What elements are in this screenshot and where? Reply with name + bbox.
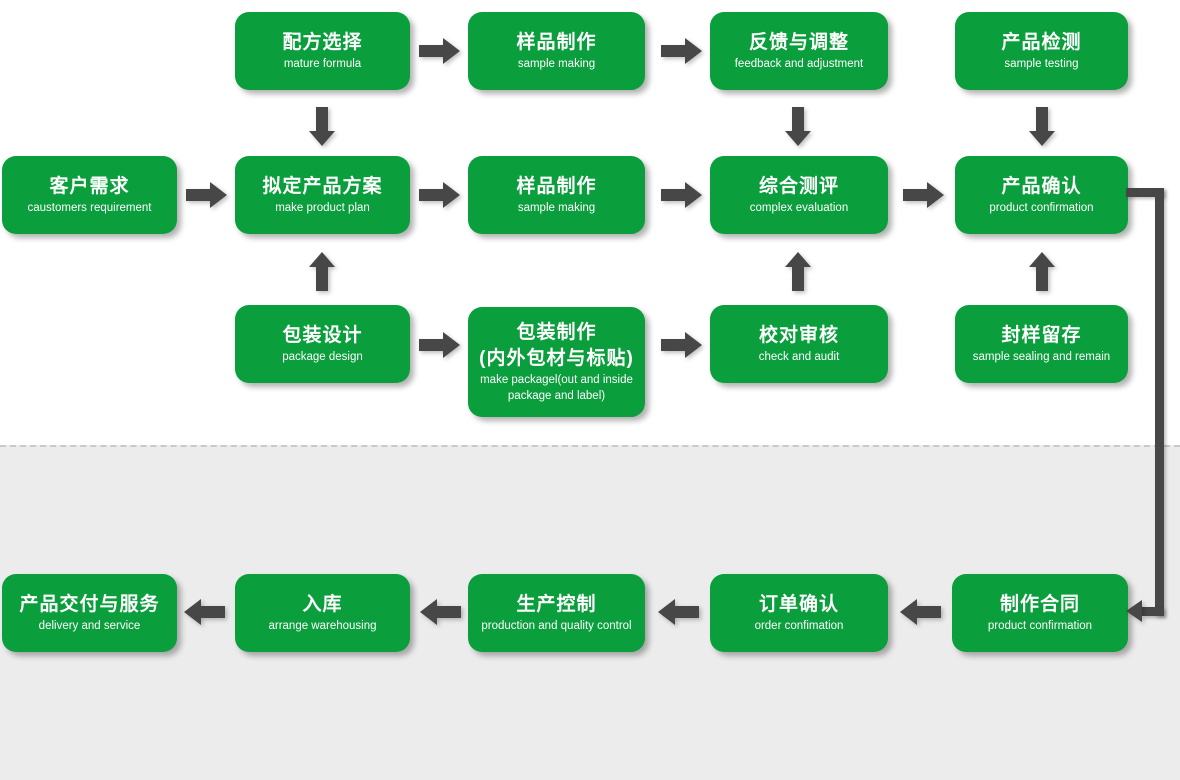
arrow-right-icon <box>903 182 944 208</box>
node-title-cn-line2: (内外包材与标贴) <box>479 348 634 369</box>
node-customer-requirement: 客户需求 caustomers requirement <box>2 156 177 234</box>
node-order-confirmation: 订单确认 order confimation <box>710 574 888 652</box>
node-product-testing: 产品检测 sample testing <box>955 12 1128 90</box>
arrow-left-icon <box>184 599 225 625</box>
node-title-cn: 拟定产品方案 <box>262 176 383 197</box>
node-subtitle-en: sample making <box>517 202 596 214</box>
arrow-right-icon <box>419 182 460 208</box>
node-subtitle-en: production and quality control <box>481 620 632 632</box>
node-title-cn: 产品检测 <box>1001 32 1082 53</box>
connector-top-segment <box>1126 188 1164 197</box>
node-sample-making-top: 样品制作 sample making <box>468 12 645 90</box>
node-title-cn: 入库 <box>302 594 343 615</box>
node-title-cn: 产品交付与服务 <box>19 594 160 615</box>
node-subtitle-en: delivery and service <box>38 620 141 632</box>
node-title-cn: 配方选择 <box>282 32 363 53</box>
arrow-down-icon <box>785 107 811 146</box>
node-subtitle-en: check and audit <box>758 351 840 363</box>
node-subtitle-en: package design <box>282 351 363 363</box>
arrow-right-icon <box>419 332 460 358</box>
node-sample-making-mid: 样品制作 sample making <box>468 156 645 234</box>
connector-vertical-segment <box>1155 188 1164 616</box>
node-subtitle-en: sample making <box>517 58 596 70</box>
node-title-cn: 客户需求 <box>49 176 130 197</box>
node-title-cn: 校对审核 <box>758 325 839 346</box>
node-mature-formula: 配方选择 mature formula <box>235 12 410 90</box>
node-title-cn: 产品确认 <box>1001 176 1082 197</box>
node-title-cn: 样品制作 <box>516 176 597 197</box>
node-subtitle-en: product confirmation <box>989 202 1094 214</box>
node-title-cn: 生产控制 <box>516 594 597 615</box>
node-product-confirmation: 产品确认 product confirmation <box>955 156 1128 234</box>
arrow-right-icon <box>419 38 460 64</box>
node-subtitle-en: make product plan <box>275 202 370 214</box>
node-title-cn: 反馈与调整 <box>748 32 849 53</box>
node-subtitle-en: order confimation <box>754 620 844 632</box>
connector-arrowhead-left-icon <box>1126 600 1142 622</box>
node-make-contract: 制作合同 product confirmation <box>952 574 1128 652</box>
node-package-design: 包装设计 package design <box>235 305 410 383</box>
arrow-up-icon <box>1029 252 1055 291</box>
node-title-cn: 订单确认 <box>758 594 839 615</box>
node-title-cn: 包装制作 <box>516 322 597 343</box>
connector-bottom-segment <box>1142 607 1164 616</box>
node-subtitle-en: mature formula <box>283 58 362 70</box>
arrow-down-icon <box>1029 107 1055 146</box>
node-subtitle-en: feedback and adjustment <box>734 58 864 70</box>
node-title-cn: 制作合同 <box>999 594 1080 615</box>
node-check-audit: 校对审核 check and audit <box>710 305 888 383</box>
node-title-cn: 包装设计 <box>282 325 363 346</box>
node-subtitle-en: product confirmation <box>987 620 1093 632</box>
node-sample-sealing: 封样留存 sample sealing and remain <box>955 305 1128 383</box>
node-title-cn: 综合测评 <box>758 176 839 197</box>
arrow-right-icon <box>661 182 702 208</box>
arrow-left-icon <box>658 599 699 625</box>
node-subtitle-en: caustomers requirement <box>27 202 152 214</box>
arrow-left-icon <box>900 599 941 625</box>
node-title-cn: 封样留存 <box>1001 325 1082 346</box>
node-subtitle-en: arrange warehousing <box>268 620 377 632</box>
node-subtitle-en: sample sealing and remain <box>972 351 1111 363</box>
node-complex-evaluation: 综合测评 complex evaluation <box>710 156 888 234</box>
node-make-product-plan: 拟定产品方案 make product plan <box>235 156 410 234</box>
arrow-right-icon <box>186 182 227 208</box>
node-production-control: 生产控制 production and quality control <box>468 574 645 652</box>
node-feedback-adjustment: 反馈与调整 feedback and adjustment <box>710 12 888 90</box>
node-subtitle-en: sample testing <box>1004 58 1079 70</box>
arrow-right-icon <box>661 332 702 358</box>
node-make-package: 包装制作 (内外包材与标贴) make packagel(out and insid… <box>468 307 645 417</box>
node-title-cn: 样品制作 <box>516 32 597 53</box>
arrow-up-icon <box>785 252 811 291</box>
node-subtitle-en: make packagel(out and inside package and… <box>480 374 633 402</box>
node-warehousing: 入库 arrange warehousing <box>235 574 410 652</box>
arrow-right-icon <box>661 38 702 64</box>
node-delivery-service: 产品交付与服务 delivery and service <box>2 574 177 652</box>
arrow-up-icon <box>309 252 335 291</box>
arrow-down-icon <box>309 107 335 146</box>
arrow-left-icon <box>420 599 461 625</box>
node-subtitle-en: complex evaluation <box>749 202 849 214</box>
